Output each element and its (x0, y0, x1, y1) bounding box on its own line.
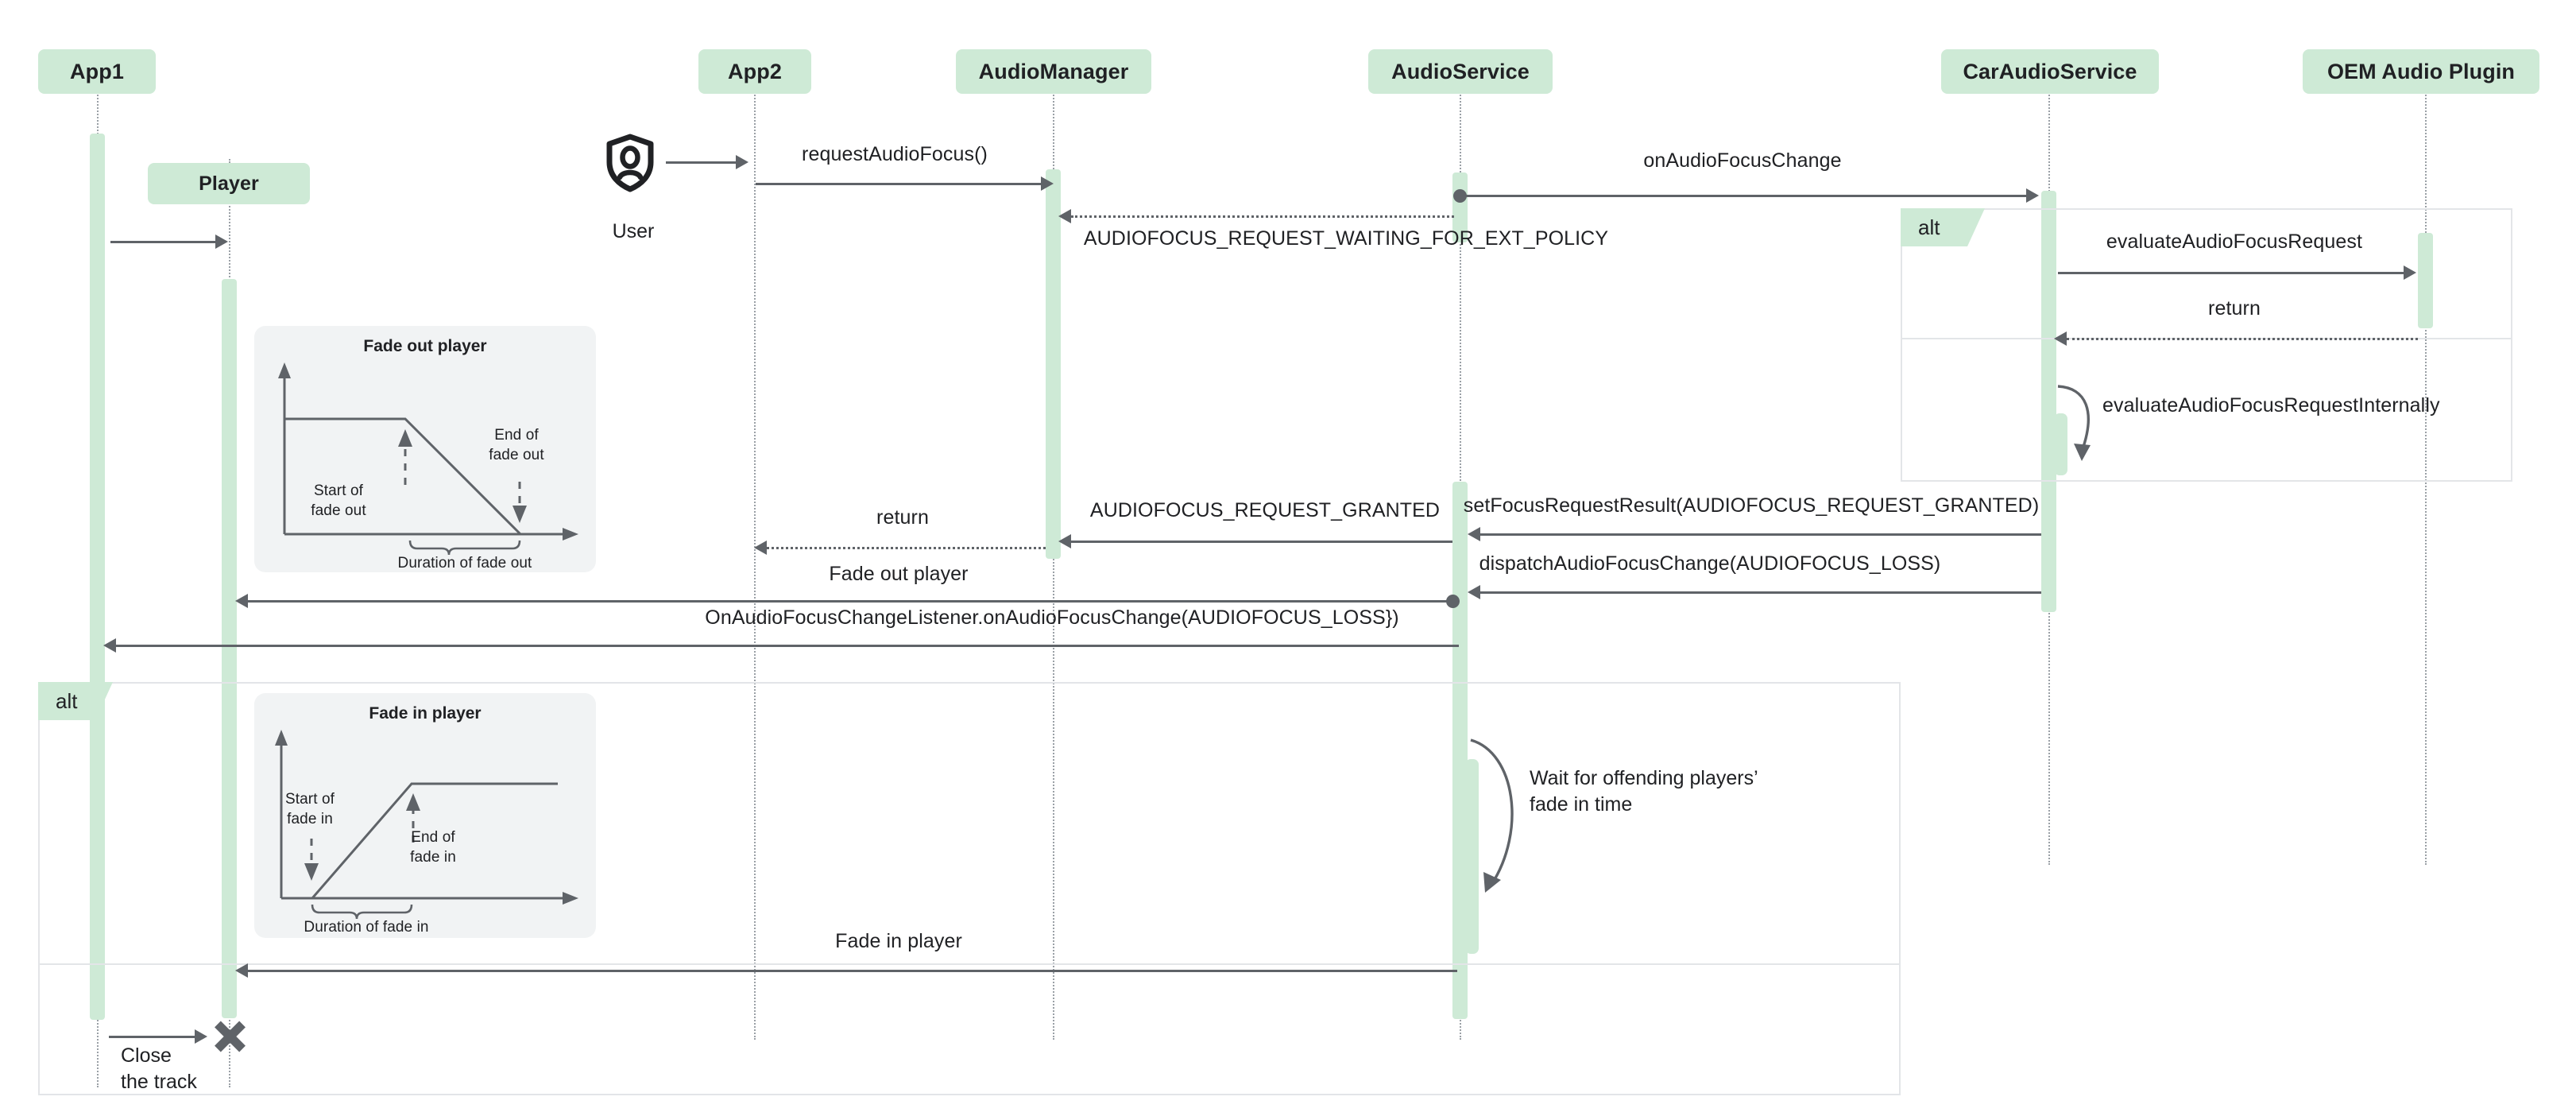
message-label-return-audiomanager: return (876, 506, 929, 529)
chart-fade-out-svg (278, 362, 578, 556)
message-close-the-track-arrowhead (195, 1029, 207, 1044)
actor-label-user: User (612, 220, 655, 242)
participant-app1[interactable]: App1 (38, 49, 156, 94)
participant-audioservice[interactable]: AudioService (1368, 49, 1553, 94)
chart-annotation-end-of-fade-out: End of fade out (489, 427, 544, 463)
participant-caraudioservice[interactable]: CarAudioService (1941, 49, 2159, 94)
participant-label: CarAudioService (1963, 59, 2137, 83)
activation-player (222, 279, 237, 1018)
chart-title: Fade in player (369, 704, 482, 723)
message-user-to-app2-arrowhead (736, 155, 748, 169)
fragment-tag-notch (1967, 208, 1985, 246)
chart-fade-out-player: Fade out player Start of fade out End of… (254, 326, 596, 572)
chart-fade-in-svg (275, 730, 578, 920)
message-caraudio-to-oem-line (2058, 272, 2404, 274)
chart-title: Fade out player (363, 337, 487, 355)
activation-oem-audio-plugin (2418, 233, 2433, 328)
message-oem-to-caraudio-arrowhead (2054, 331, 2067, 346)
fragment-alt-left-divider (38, 963, 1901, 965)
message-label-on-audio-focus-change: onAudioFocusChange (1643, 149, 1842, 172)
message-caraudio-to-audioservice-arrowhead (1468, 527, 1480, 541)
message-caraudio-to-audioservice-line (1480, 533, 2041, 536)
message-label-dispatch-audio-focus-change: dispatchAudioFocusChange(AUDIOFOCUS_LOSS… (1479, 552, 1941, 575)
message-label-request-audio-focus: requestAudioFocus() (802, 143, 988, 165)
message-audioservice-self-wait-arrow (1470, 738, 1514, 893)
message-audioservice-to-audiomanager-granted-line (1071, 541, 1452, 543)
lifeline-oemplugin (2425, 54, 2427, 865)
chart-fade-in-player: Fade in player Start of fade in End of f… (254, 693, 596, 938)
destroy-marker-player (212, 1019, 247, 1054)
message-oem-to-caraudio-line (2067, 338, 2418, 340)
activation-app1 (90, 134, 105, 1020)
participant-label: App1 (70, 59, 124, 83)
user-shield-icon (606, 134, 654, 192)
fragment-tag-notch (95, 682, 113, 720)
activation-audiomanager (1046, 169, 1061, 559)
chart-annotation-duration-of-fade-in: Duration of fade in (304, 919, 429, 936)
activation-audioservice-2 (1452, 482, 1468, 563)
fragment-alt-right-tag: alt (1901, 208, 1985, 246)
participant-audiomanager[interactable]: AudioManager (956, 49, 1151, 94)
fragment-alt-right (1901, 208, 2512, 482)
message-label-fade-in-player: Fade in player (835, 930, 962, 952)
message-waiting-ext-policy-line (1071, 215, 1454, 218)
participant-label: App2 (728, 59, 782, 83)
message-label-audiofocus-request-granted: AUDIOFOCUS_REQUEST_GRANTED (1089, 499, 1441, 521)
message-app1-to-player-line (110, 241, 215, 243)
message-caraudio-to-oem-arrowhead (2404, 265, 2416, 280)
participant-label: Player (199, 172, 259, 195)
message-onaudiofocuschangelistener-arrowhead (103, 638, 116, 653)
message-label-close-the-track: Close the track (121, 1044, 197, 1093)
participant-app2[interactable]: App2 (698, 49, 811, 94)
message-label-return-oem: return (2208, 297, 2261, 320)
message-label-on-audio-focus-change-listener: OnAudioFocusChangeListener.onAudioFocusC… (705, 606, 1399, 629)
message-audioservice-to-caraudio-line (1466, 195, 2026, 197)
fragment-alt-left (38, 682, 1901, 1095)
fragment-operator-label: alt (1918, 215, 1940, 239)
message-label-evaluate-audio-focus-request: evaluateAudioFocusRequest (2106, 231, 2363, 253)
message-label-set-focus-request-result: setFocusRequestResult(AUDIOFOCUS_REQUEST… (1463, 494, 2040, 517)
message-fade-in-player-line (248, 970, 1457, 972)
participant-label: AudioService (1391, 59, 1530, 83)
message-fade-out-player-line (248, 600, 1452, 603)
participant-oem-audio-plugin[interactable]: OEM Audio Plugin (2303, 49, 2539, 94)
message-onaudiofocuschange-ball-origin (1453, 189, 1467, 203)
participant-label: AudioManager (978, 59, 1129, 83)
message-label-waiting-ext-policy: AUDIOFOCUS_REQUEST_WAITING_FOR_EXT_POLIC… (1083, 227, 1609, 250)
message-label-fade-out-player: Fade out player (829, 563, 969, 585)
fragment-operator-label: alt (56, 688, 78, 713)
activation-audioservice-self-wait (1465, 759, 1479, 954)
activation-caraudioservice (2041, 191, 2056, 612)
message-audioservice-to-audiomanager-granted-arrowhead (1058, 534, 1071, 548)
note-wait-for-offending-players: Wait for offending players’ fade in time (1530, 767, 1758, 816)
fragment-alt-left-tag: alt (38, 682, 113, 720)
participant-player[interactable]: Player (148, 163, 310, 204)
message-audiomanager-to-app2-arrowhead (754, 541, 767, 555)
message-fade-out-ball-origin (1446, 595, 1460, 608)
chart-annotation-end-of-fade-in: End of fade in (410, 829, 456, 866)
message-close-the-track-line (109, 1036, 195, 1038)
message-fade-in-player-arrowhead (235, 963, 248, 978)
chart-annotation-start-of-fade-out: Start of fade out (311, 482, 366, 519)
message-waiting-ext-policy-arrowhead (1058, 209, 1071, 223)
message-app2-to-audiomanager-line (756, 183, 1041, 185)
message-dispatch-audio-focus-change-line (1480, 591, 2041, 594)
message-user-to-app2-line (666, 161, 736, 164)
message-app2-to-audiomanager-arrowhead (1041, 176, 1054, 191)
message-audioservice-to-caraudio-arrowhead (2026, 188, 2039, 203)
message-app1-to-player-arrowhead (215, 234, 228, 249)
message-caraudio-self-call-arrow (2057, 385, 2091, 461)
chart-annotation-duration-of-fade-out: Duration of fade out (397, 555, 532, 572)
message-onaudiofocuschangelistener-line (116, 645, 1459, 647)
activation-audioservice-3 (1452, 554, 1468, 1019)
chart-annotation-start-of-fade-in: Start of fade in (284, 791, 335, 827)
message-fade-out-player-arrowhead (235, 594, 248, 608)
message-dispatch-audio-focus-change-arrowhead (1468, 585, 1480, 599)
message-label-evaluate-internally: evaluateAudioFocusRequestInternally (2102, 394, 2440, 417)
message-audiomanager-to-app2-line (767, 547, 1046, 549)
activation-caraudioservice-self (2054, 413, 2067, 475)
participant-label: OEM Audio Plugin (2327, 59, 2516, 83)
